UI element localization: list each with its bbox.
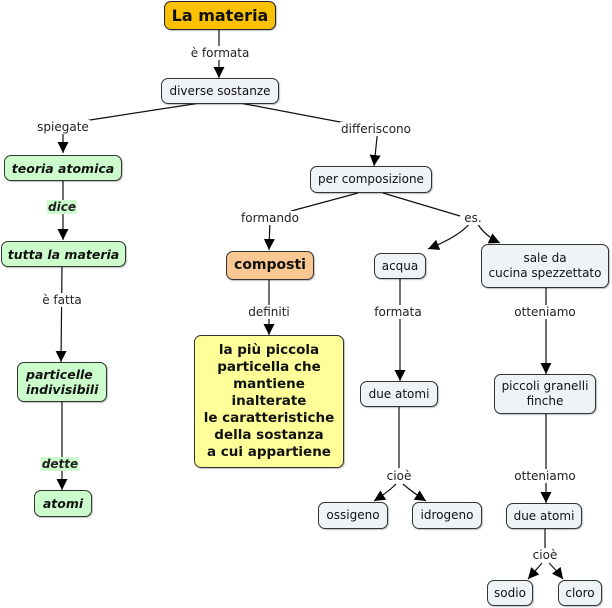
- edge-cioe-cloro: [548, 562, 564, 580]
- edge-es-acqua: [427, 222, 471, 250]
- edge-percomp-es: [382, 192, 461, 217]
- concept-cloro[interactable]: cloro: [558, 580, 602, 606]
- link-formata: formata: [373, 305, 423, 319]
- concept-per-composizione[interactable]: per composizione: [310, 166, 432, 193]
- edge-cioe-ossigeno: [373, 483, 397, 502]
- concept-tutta-la-materia[interactable]: tutta la materia: [1, 241, 126, 267]
- concept-piccoli-granelli[interactable]: piccoli granelli finche: [494, 374, 596, 414]
- link-cioe-2: cioè: [531, 548, 559, 562]
- concept-particelle-indivisibili[interactable]: particelle indivisibili: [17, 362, 107, 402]
- concept-la-materia[interactable]: La materia: [164, 1, 276, 30]
- link-otteniamo-2: otteniamo: [513, 469, 577, 483]
- concept-definizione-atomo[interactable]: la più piccola particella che mantiene i…: [194, 335, 344, 468]
- link-cioe-1: cioè: [385, 469, 413, 483]
- link-formando: formando: [240, 211, 300, 225]
- link-spiegate: spiegate: [36, 120, 90, 134]
- link-es: es.: [463, 211, 483, 225]
- concept-diverse-sostanze[interactable]: diverse sostanze: [161, 78, 279, 104]
- link-dice: dice: [47, 200, 77, 214]
- link-definiti: definiti: [247, 305, 291, 319]
- concept-composti[interactable]: composti: [226, 251, 314, 280]
- edge-cioe-sodio: [527, 562, 543, 580]
- concept-acqua[interactable]: acqua: [374, 253, 426, 279]
- concept-atomi[interactable]: atomi: [34, 490, 92, 517]
- link-e-formata: è formata: [189, 46, 251, 60]
- link-dette: dette: [40, 457, 80, 471]
- edge-tutta-particelle: [55, 265, 67, 363]
- edge-es-sale: [476, 222, 501, 244]
- concept-due-atomi-sale[interactable]: due atomi: [506, 503, 582, 529]
- edge-cioe-idrogeno: [402, 483, 427, 502]
- concept-sale-da-cucina[interactable]: sale da cucina spezzettato: [481, 244, 609, 288]
- concept-teoria-atomica[interactable]: teoria atomica: [4, 155, 122, 181]
- link-e-fatta: è fatta: [41, 293, 83, 307]
- concept-due-atomi-acqua[interactable]: due atomi: [360, 381, 438, 407]
- concept-idrogeno[interactable]: idrogeno: [412, 502, 482, 529]
- link-otteniamo-1: otteniamo: [513, 305, 577, 319]
- link-differiscono: differiscono: [339, 122, 413, 136]
- concept-ossigeno[interactable]: ossigeno: [318, 502, 388, 529]
- concept-sodio[interactable]: sodio: [487, 580, 533, 606]
